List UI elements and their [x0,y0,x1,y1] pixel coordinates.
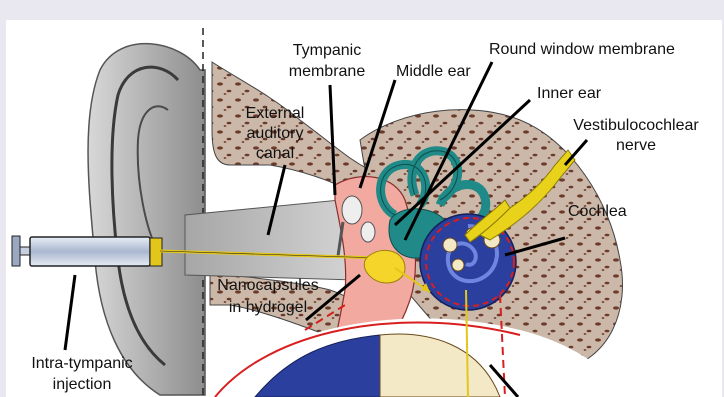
label-nanocapsules: Nanocapsules [217,277,318,294]
label-middle-ear: Middle ear [396,63,471,80]
label-tympanic-membrane-2: membrane [289,63,366,80]
label-cochlea: Cochlea [568,203,627,220]
label-nanocapsules-2: in hydrogel [229,299,307,316]
label-tympanic-membrane: Tympanic [293,42,361,59]
label-vestibulocochlear-nerve-2: nerve [616,137,656,154]
label-external-auditory-canal-3: canal [256,145,294,162]
label-inner-ear: Inner ear [537,85,602,102]
label-external-auditory-canal-2: auditory [247,125,304,142]
label-intra-tympanic-injection: Intra-tympanic [31,355,132,372]
label-external-auditory-canal: External [246,105,305,122]
label-round-window-membrane: Round window membrane [489,41,675,58]
label-intra-tympanic-injection-2: injection [53,376,112,393]
label-vestibulocochlear-nerve: Vestibulocochlear [573,117,699,134]
